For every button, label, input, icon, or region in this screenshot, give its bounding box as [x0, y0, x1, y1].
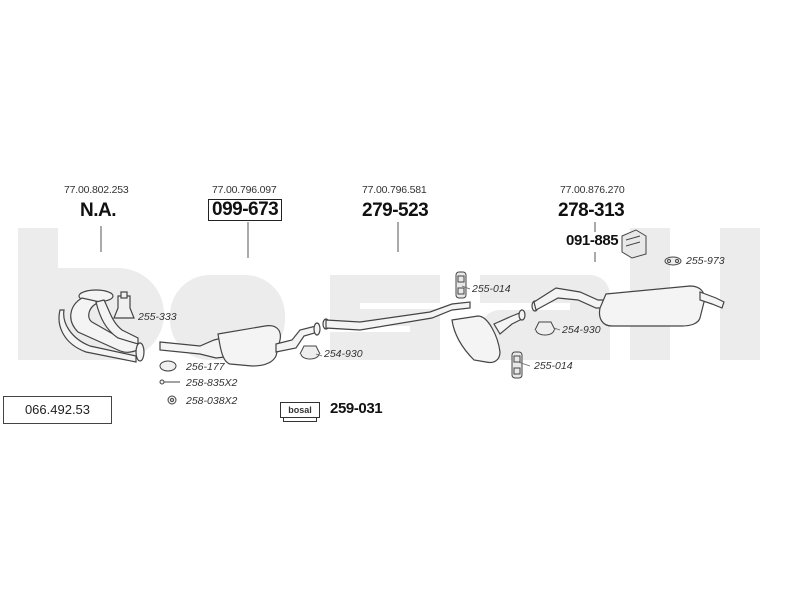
oem-number-catalyst: 77.00.796.097: [212, 184, 277, 196]
rear-silencer: [531, 285, 725, 327]
leader-255-014-bottom: [517, 361, 531, 367]
label-256-177: 256-177: [186, 361, 225, 373]
leader-255-014-top: [461, 285, 471, 290]
reference-number: 066.492.53: [3, 396, 112, 424]
clamp-254-930-right: [534, 321, 556, 336]
label-254-930-left: 254-930: [324, 348, 363, 360]
leader-254-930-right: [553, 327, 561, 331]
oem-number-middle-silencer: 77.00.796.581: [362, 184, 427, 196]
part-code-rear-silencer: 278-313: [558, 200, 625, 221]
catalytic-converter: [159, 322, 321, 367]
part-code-mounting-kit: 259-031: [330, 400, 383, 417]
leader-254-930-left: [315, 353, 323, 357]
oem-number-front-pipe: 77.00.802.253: [64, 184, 129, 196]
front-pipe: [58, 289, 145, 363]
part-code-front-pipe: N.A.: [80, 200, 117, 221]
bracket-091-885: [621, 229, 647, 259]
label-258-835: 258-835X2: [186, 377, 238, 389]
part-code-middle-silencer: 279-523: [362, 200, 429, 221]
mount-255-014-bottom: [511, 351, 523, 379]
part-code-catalyst: 099-673: [208, 199, 283, 221]
label-255-014-bottom: 255-014: [534, 360, 573, 372]
label-255-014-top: 255-014: [472, 283, 511, 295]
small-parts-left: [159, 360, 180, 405]
oem-number-rear-silencer: 77.00.876.270: [560, 184, 625, 196]
middle-silencer: [322, 301, 526, 364]
label-255-973: 255-973: [686, 255, 725, 267]
label-254-930-right: 254-930: [562, 324, 601, 336]
mounting-kit-logo: bosal: [280, 402, 320, 422]
label-258-038: 258-038X2: [186, 395, 238, 407]
clamp-254-930-left: [299, 345, 321, 360]
gasket-255-333: [113, 291, 135, 319]
mount-255-014-top: [455, 271, 467, 299]
rubber-255-973: [664, 256, 682, 266]
part-code-bracket: 091-885: [566, 232, 619, 249]
label-255-333: 255-333: [138, 311, 177, 323]
